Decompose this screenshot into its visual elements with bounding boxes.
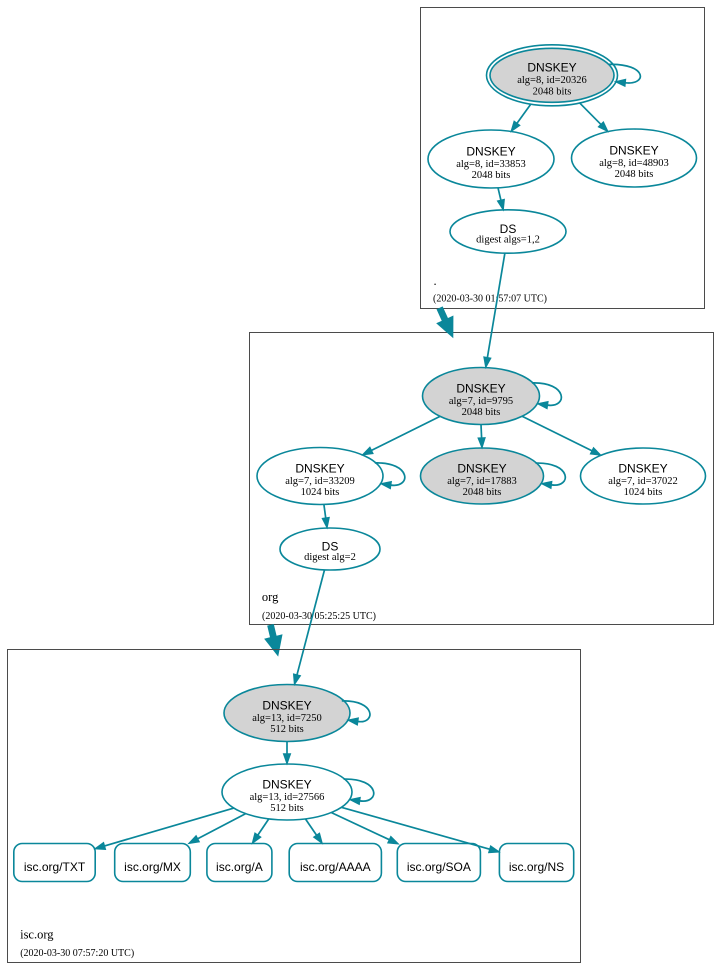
svg-text:512 bits: 512 bits bbox=[270, 724, 304, 735]
svg-text:isc.org/MX: isc.org/MX bbox=[124, 860, 181, 874]
svg-text:digest alg=2: digest alg=2 bbox=[304, 552, 356, 563]
svg-text:DNSKEY: DNSKEY bbox=[466, 144, 515, 158]
svg-text:1024 bits: 1024 bits bbox=[301, 487, 340, 498]
svg-text:alg=8, id=33853: alg=8, id=33853 bbox=[456, 159, 526, 170]
svg-text:2048 bits: 2048 bits bbox=[472, 170, 511, 181]
svg-text:(2020-03-30 01:57:07 UTC): (2020-03-30 01:57:07 UTC) bbox=[433, 292, 547, 304]
svg-text:DNSKEY: DNSKEY bbox=[262, 777, 311, 791]
svg-text:isc.org: isc.org bbox=[20, 927, 54, 941]
svg-text:2048 bits: 2048 bits bbox=[463, 487, 502, 498]
svg-text:alg=7, id=33209: alg=7, id=33209 bbox=[285, 476, 355, 487]
svg-text:isc.org/A: isc.org/A bbox=[216, 860, 263, 874]
svg-text:512 bits: 512 bits bbox=[270, 803, 304, 814]
svg-text:alg=8, id=48903: alg=8, id=48903 bbox=[599, 158, 669, 169]
svg-text:alg=13, id=7250: alg=13, id=7250 bbox=[252, 713, 322, 724]
svg-text:digest algs=1,2: digest algs=1,2 bbox=[476, 234, 540, 245]
svg-text:DNSKEY: DNSKEY bbox=[456, 381, 505, 395]
svg-text:isc.org/SOA: isc.org/SOA bbox=[407, 860, 471, 874]
svg-text:alg=13, id=27566: alg=13, id=27566 bbox=[250, 792, 325, 803]
svg-text:org: org bbox=[262, 590, 279, 604]
svg-text:2048 bits: 2048 bits bbox=[615, 169, 654, 180]
svg-text:.: . bbox=[434, 274, 437, 288]
svg-text:alg=7, id=17883: alg=7, id=17883 bbox=[447, 476, 517, 487]
svg-text:DS: DS bbox=[322, 540, 339, 554]
svg-text:DNSKEY: DNSKEY bbox=[618, 461, 667, 475]
svg-text:1024 bits: 1024 bits bbox=[624, 487, 663, 498]
svg-text:2048 bits: 2048 bits bbox=[462, 407, 501, 418]
svg-text:DNSKEY: DNSKEY bbox=[609, 143, 658, 157]
svg-text:DNSKEY: DNSKEY bbox=[295, 461, 344, 475]
svg-text:alg=8, id=20326: alg=8, id=20326 bbox=[517, 75, 587, 86]
svg-text:DNSKEY: DNSKEY bbox=[262, 698, 311, 712]
svg-text:isc.org/NS: isc.org/NS bbox=[509, 860, 564, 874]
svg-text:DS: DS bbox=[500, 222, 517, 236]
svg-text:(2020-03-30 07:57:20 UTC): (2020-03-30 07:57:20 UTC) bbox=[20, 947, 134, 959]
svg-text:DNSKEY: DNSKEY bbox=[527, 61, 576, 75]
svg-text:alg=7, id=37022: alg=7, id=37022 bbox=[608, 476, 678, 487]
svg-text:isc.org/TXT: isc.org/TXT bbox=[24, 860, 86, 874]
svg-text:DNSKEY: DNSKEY bbox=[457, 461, 506, 475]
svg-text:(2020-03-30 05:25:25 UTC): (2020-03-30 05:25:25 UTC) bbox=[262, 610, 376, 622]
svg-text:alg=7, id=9795: alg=7, id=9795 bbox=[449, 396, 513, 407]
svg-text:2048 bits: 2048 bits bbox=[533, 87, 572, 98]
svg-text:isc.org/AAAA: isc.org/AAAA bbox=[300, 860, 371, 874]
